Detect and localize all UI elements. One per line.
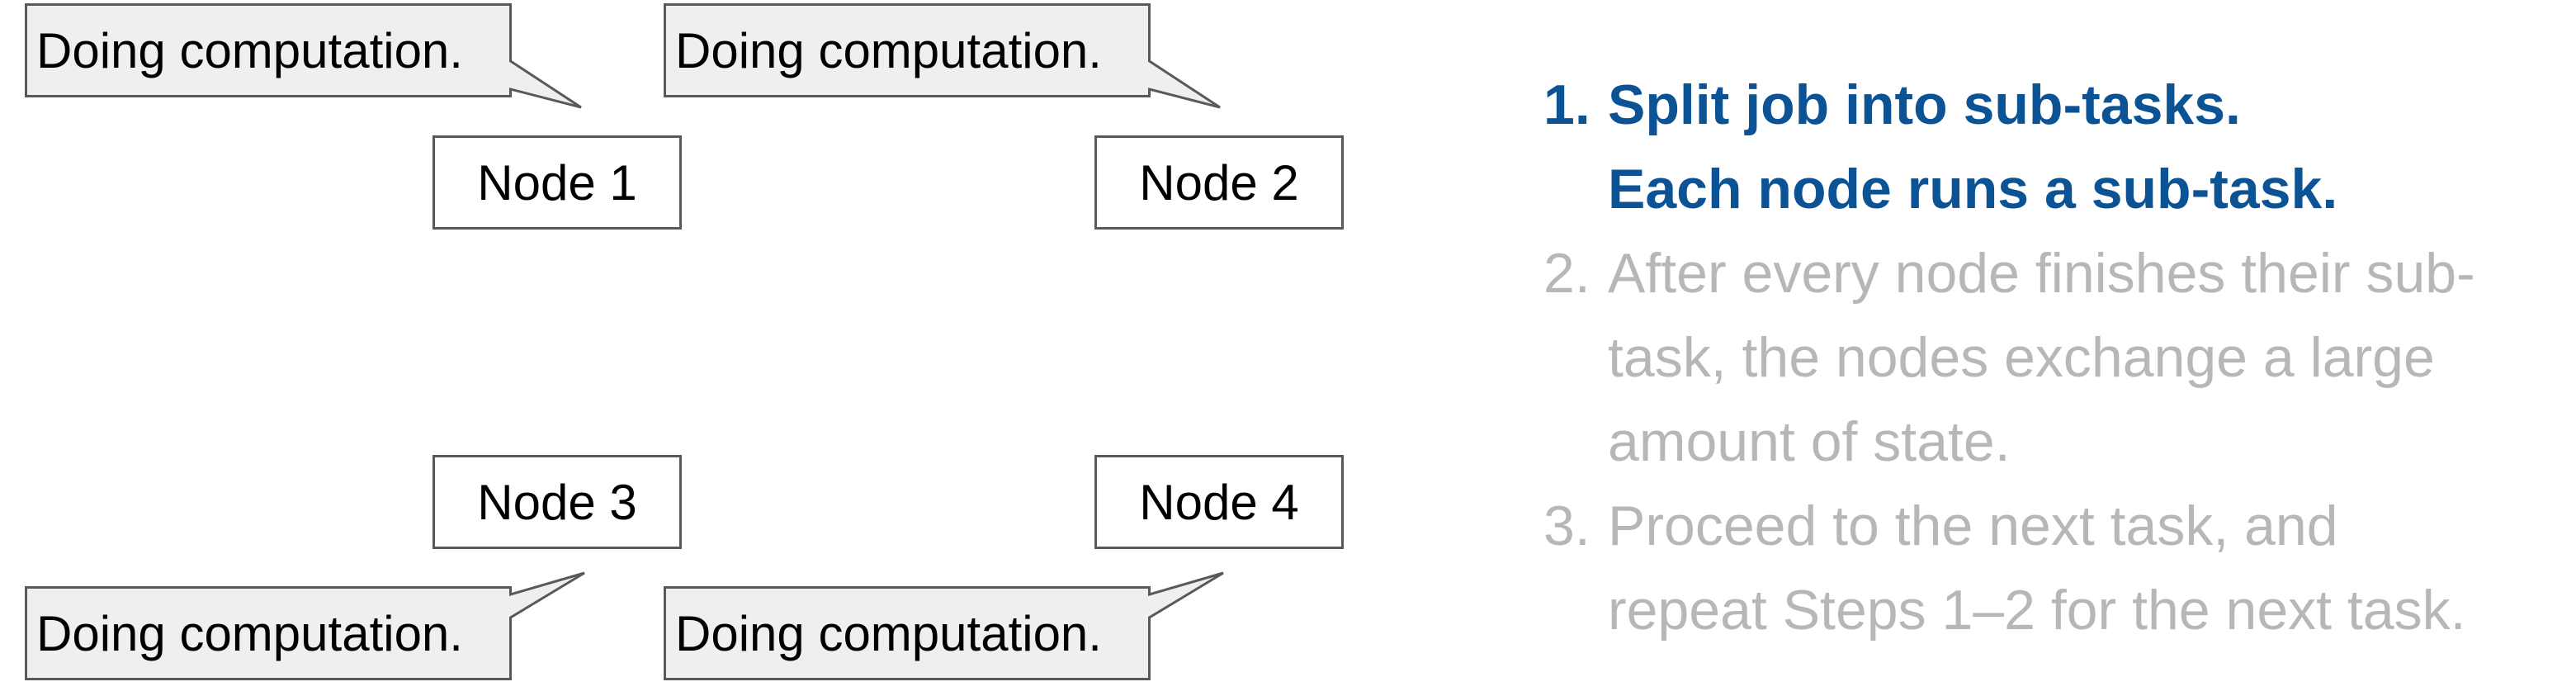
callout-text: Doing computation. bbox=[675, 605, 1102, 661]
node-label: Node 3 bbox=[477, 474, 637, 530]
node-label: Node 2 bbox=[1139, 154, 1299, 211]
callout-text: Doing computation. bbox=[675, 22, 1102, 78]
callout-shape bbox=[664, 571, 1224, 680]
step-1: 1. Split job into sub-tasks. Each node r… bbox=[1543, 63, 2567, 231]
node-4: Node 4 bbox=[1094, 455, 1344, 549]
step-number: 2. bbox=[1543, 242, 1591, 305]
node-label: Node 4 bbox=[1139, 474, 1299, 530]
step-line: repeat Steps 1–2 for the next task. bbox=[1608, 579, 2466, 642]
callout-node-2: Doing computation. bbox=[664, 3, 1221, 109]
callout-shape bbox=[664, 3, 1221, 109]
callout-text: Doing computation. bbox=[36, 605, 463, 661]
step-2: 2. After every node finishes their sub- … bbox=[1543, 231, 2567, 484]
node-2: Node 2 bbox=[1094, 135, 1344, 230]
step-number: 3. bbox=[1543, 495, 1591, 557]
callout-text: Doing computation. bbox=[36, 22, 463, 78]
steps-list: 1. Split job into sub-tasks. Each node r… bbox=[1543, 63, 2567, 652]
callout-node-3: Doing computation. bbox=[25, 571, 585, 680]
callout-node-1: Doing computation. bbox=[25, 3, 582, 109]
step-3: 3. Proceed to the next task, and repeat … bbox=[1543, 484, 2567, 652]
step-line: After every node finishes their sub- bbox=[1608, 242, 2475, 305]
step-line: Each node runs a sub-task. bbox=[1608, 158, 2338, 220]
node-1: Node 1 bbox=[432, 135, 682, 230]
step-line: Proceed to the next task, and bbox=[1608, 495, 2338, 557]
step-number: 1. bbox=[1543, 73, 1591, 136]
step-line: task, the nodes exchange a large bbox=[1608, 326, 2435, 389]
distributed-computation-diagram: Doing computation. Doing computation. No… bbox=[25, 3, 1344, 680]
step-line: Split job into sub-tasks. bbox=[1608, 73, 2241, 136]
node-label: Node 1 bbox=[477, 154, 637, 211]
step-line: amount of state. bbox=[1608, 410, 2011, 473]
node-3: Node 3 bbox=[432, 455, 682, 549]
callout-node-4: Doing computation. bbox=[664, 571, 1224, 680]
callout-shape bbox=[25, 571, 585, 680]
callout-shape bbox=[25, 3, 582, 109]
